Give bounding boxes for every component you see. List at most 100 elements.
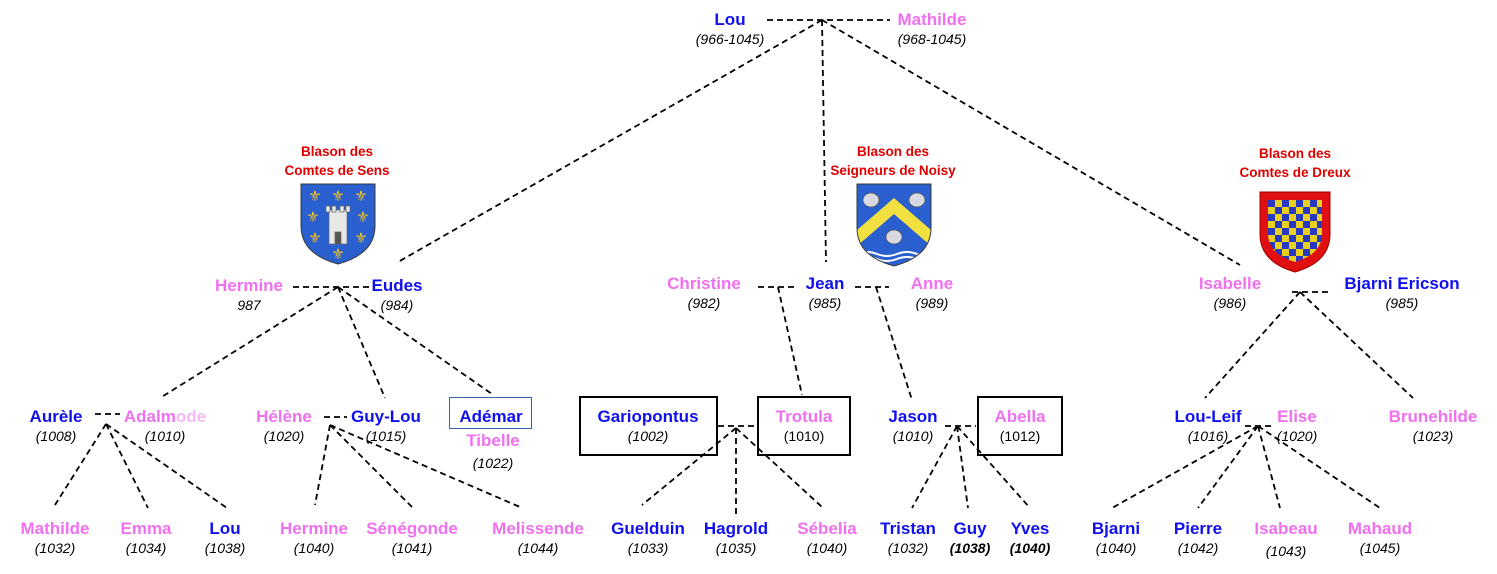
person-years: (1041)	[391, 540, 433, 556]
person-years: (1040)	[1009, 540, 1051, 556]
person-lou-g3: Lou (1038)	[205, 519, 245, 557]
person-name: Christine	[667, 274, 741, 293]
person-name: Sébelia	[797, 519, 857, 538]
person-years: (1044)	[517, 540, 559, 556]
person-years: (985)	[1385, 295, 1419, 311]
person-years: (1033)	[627, 540, 669, 556]
person-years: (1010)	[892, 428, 934, 444]
person-name: Anne	[910, 274, 954, 293]
person-years: (1045)	[1359, 540, 1401, 556]
person-years: (1040)	[1095, 540, 1137, 556]
person-bjarni-ericson: Bjarni Ericson (985)	[1344, 274, 1459, 312]
person-name: Elise	[1277, 407, 1317, 426]
person-hermine-g1: Hermine 987	[215, 276, 283, 314]
person-years: (985)	[808, 295, 842, 311]
person-name: Adalmode	[123, 407, 207, 426]
person-helene: Hélène (1020)	[256, 407, 312, 445]
person-years: (1008)	[35, 428, 77, 444]
person-mathilde-root: Mathilde (968-1045)	[898, 10, 967, 48]
shield-dreux-icon	[1259, 191, 1331, 273]
person-hermine-g3: Hermine (1040)	[280, 519, 348, 557]
descent-line-aurele-lou	[105, 423, 228, 509]
person-name: Lou	[209, 519, 241, 538]
person-jason: Jason (1010)	[888, 407, 937, 445]
descent-line-eudes-ademar	[337, 286, 493, 395]
svg-text:⚜: ⚜	[356, 208, 369, 226]
person-anne: Anne (989)	[911, 274, 954, 312]
person-years: (1040)	[806, 540, 848, 556]
descent-line-eudes-aurele	[159, 286, 339, 399]
descent-line-jason-tristan	[911, 425, 958, 509]
person-name: Mathilde	[897, 10, 967, 29]
descent-line-root-jean	[821, 19, 827, 263]
person-name: Bjarni Ericson	[1344, 274, 1460, 293]
descent-line-eudes-guylou	[337, 286, 386, 399]
person-name: Guy	[953, 519, 987, 538]
person-bjarni: Bjarni (1040)	[1092, 519, 1140, 557]
person-name: Brunehilde	[1388, 407, 1478, 426]
person-name: Sénégonde	[366, 519, 458, 538]
person-name: Isabelle	[1198, 274, 1262, 293]
person-jean: Jean (985)	[806, 274, 845, 312]
descent-line-aurele-mathilde	[54, 423, 107, 506]
svg-text:⚜: ⚜	[331, 245, 344, 263]
person-adalmode: Adalmode (1010)	[124, 407, 206, 445]
person-years: (1032)	[34, 540, 76, 556]
person-tristan: Tristan (1032)	[880, 519, 936, 557]
person-years: (1034)	[125, 540, 167, 556]
svg-text:⚜: ⚜	[308, 187, 321, 205]
person-years: 987	[237, 297, 261, 313]
person-years: (1043)	[1265, 543, 1307, 559]
person-name: Hermine	[214, 276, 284, 295]
blason-sens-title: Blason des Comtes de Sens	[284, 144, 390, 178]
person-pierre: Pierre (1042)	[1174, 519, 1222, 557]
person-name: Lou	[714, 10, 746, 29]
person-senegonde: Sénégonde (1041)	[366, 519, 458, 557]
descent-line-root-isabelle	[821, 19, 1241, 266]
person-years: (1022)	[472, 455, 514, 471]
person-yves: Yves (1040)	[1010, 519, 1050, 557]
person-years: (1020)	[263, 428, 305, 444]
person-years: (1012)	[999, 428, 1041, 444]
person-name: Adémar	[459, 407, 523, 426]
descent-line-louleif-mahaud	[1257, 425, 1381, 509]
person-aurele: Aurèle (1008)	[30, 407, 83, 445]
person-isabeau: Isabeau (1043)	[1254, 519, 1317, 560]
person-years: (1010)	[783, 428, 825, 444]
person-years: (1015)	[365, 428, 407, 444]
blason-dreux-title: Blason des Comtes de Dreux	[1239, 146, 1351, 180]
person-years: (1010)	[144, 428, 186, 444]
person-years: (1038)	[949, 540, 991, 556]
person-gariopontus: Gariopontus (1002)	[597, 407, 698, 445]
person-name: Eudes	[371, 276, 423, 295]
descent-line-isabelle-brunehilde	[1299, 291, 1414, 399]
person-name: Aurèle	[29, 407, 83, 426]
person-years: (1035)	[715, 540, 757, 556]
person-name: Jason	[888, 407, 938, 426]
person-years: (1002)	[627, 428, 669, 444]
descent-line-louleif-bjarni	[1111, 425, 1259, 509]
svg-text:⚜: ⚜	[354, 229, 367, 247]
descent-line-guylou-melissende	[329, 424, 521, 508]
person-tibelle: Tibelle (1022)	[466, 431, 520, 472]
abella-frame	[977, 396, 1063, 456]
person-lou-leif: Lou-Leif (1016)	[1174, 407, 1241, 445]
person-years: (966-1045)	[695, 31, 765, 47]
person-name: Tibelle	[466, 431, 520, 450]
gariopontus-frame	[579, 396, 718, 456]
person-name: Mahaud	[1347, 519, 1413, 538]
person-years: (989)	[915, 295, 949, 311]
shield-noisy-icon	[856, 183, 932, 267]
person-name: Mathilde	[20, 519, 90, 538]
person-years: (1040)	[293, 540, 335, 556]
person-name: Yves	[1010, 519, 1050, 538]
descent-line-aurele-emma	[105, 423, 149, 509]
svg-text:⚜: ⚜	[306, 208, 319, 226]
descent-line-root-eudes	[397, 19, 823, 263]
person-melissende: Melissende (1044)	[492, 519, 584, 557]
person-name: Melissende	[492, 519, 584, 538]
svg-text:⚜: ⚜	[308, 229, 321, 247]
descent-line-isabelle-louleif	[1204, 291, 1301, 399]
person-name: Lou-Leif	[1174, 407, 1242, 426]
person-guy: Guy (1038)	[950, 519, 990, 557]
